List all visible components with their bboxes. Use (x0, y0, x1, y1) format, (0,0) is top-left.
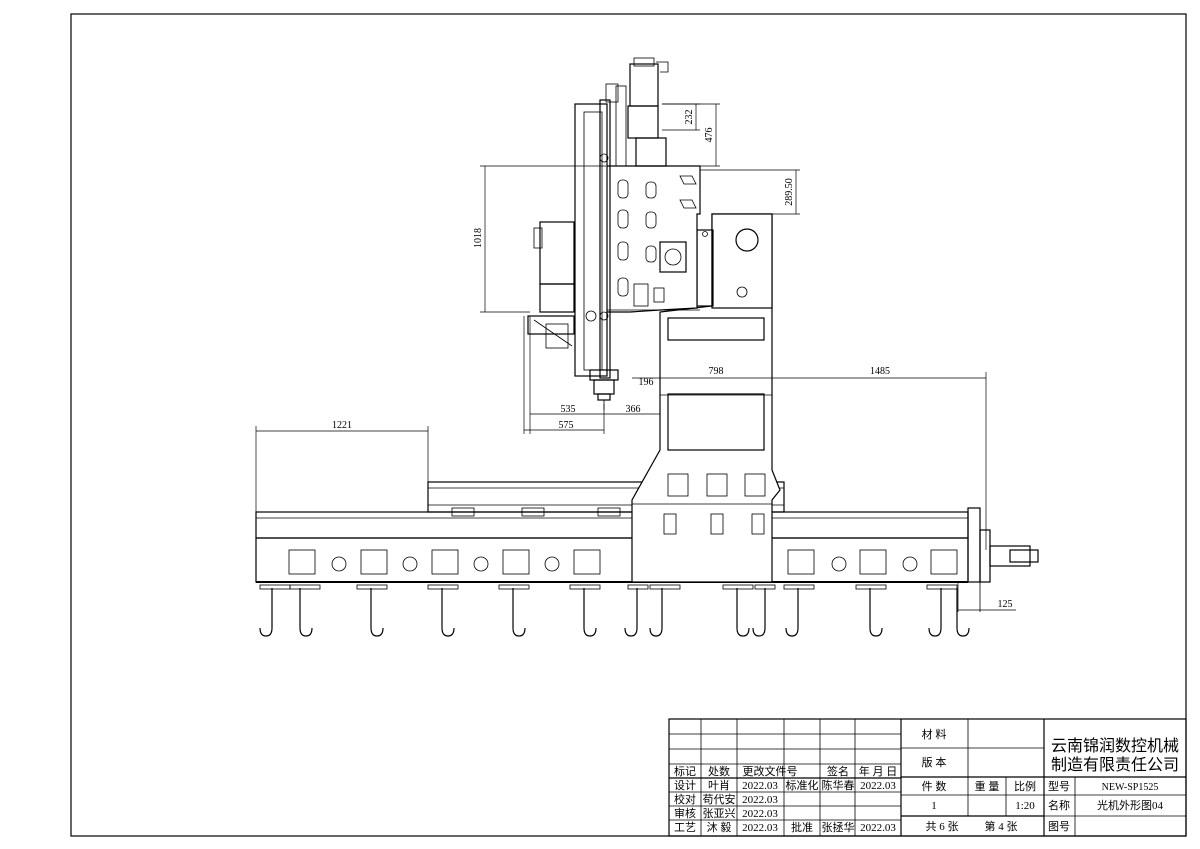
dim-125: 125 (998, 599, 1013, 610)
name-value: 光机外形图04 (1097, 798, 1163, 812)
standard-role: 标准化 (786, 778, 819, 792)
side-motor (527, 221, 575, 349)
rev-header-doc: 更改文件号 (743, 764, 798, 778)
dim-535: 535 (561, 404, 576, 415)
dim-1018: 1018 (473, 228, 484, 248)
approve-name: 张拯华 (822, 820, 855, 834)
process-role: 工艺 (674, 821, 696, 834)
rev-header-date: 年 月 日 (859, 764, 898, 778)
dim-1221: 1221 (332, 420, 352, 431)
check-name: 苟代安 (703, 792, 736, 806)
process-date: 2022.03 (742, 822, 778, 834)
version-label: 版 本 (922, 755, 947, 769)
rev-header-sign: 签名 (827, 764, 849, 778)
check-date: 2022.03 (742, 794, 778, 806)
sheet-number: 第 4 张 (985, 819, 1018, 833)
check-role: 校对 (674, 792, 696, 806)
design-name: 叶肖 (708, 778, 730, 792)
drawing-no-label: 图号 (1048, 820, 1070, 833)
standard-date: 2022.03 (860, 780, 896, 792)
dim-196: 196 (639, 377, 654, 388)
approve-date: 2022.03 (860, 822, 896, 834)
review-name: 张亚兴 (703, 807, 736, 820)
qty-value: 1 (931, 800, 937, 812)
model-value: NEW-SP1525 (1102, 782, 1159, 793)
saddle (605, 165, 701, 313)
ram (574, 99, 611, 379)
review-date: 2022.03 (742, 808, 778, 820)
scale-label: 比例 (1014, 779, 1036, 793)
weight-label: 重 量 (975, 779, 1000, 793)
dim-1485: 1485 (870, 366, 890, 377)
process-name: 沐 毅 (707, 820, 732, 834)
dim-366: 366 (626, 404, 641, 415)
drawing-border (70, 13, 1187, 837)
qty-label: 件 数 (922, 780, 947, 793)
dim-798: 798 (709, 366, 724, 377)
anchor-bolts (259, 588, 970, 637)
dim-289-50: 289.50 (784, 178, 795, 206)
model-label: 型号 (1048, 779, 1070, 793)
approve-role: 批准 (791, 820, 813, 834)
dimension-lines (255, 103, 1016, 612)
dim-575: 575 (559, 420, 574, 431)
rev-header-mark: 标记 (674, 764, 696, 778)
scale-value: 1:20 (1015, 800, 1035, 812)
sheet-total: 共 6 张 (926, 820, 959, 833)
dim-232: 232 (684, 110, 695, 125)
material-label: 材 料 (922, 727, 947, 741)
column-top (696, 213, 773, 309)
company-name-line2: 制造有限责任公司 (1051, 756, 1179, 774)
dim-476: 476 (704, 128, 715, 143)
design-role: 设计 (674, 779, 696, 792)
rev-header-count: 处数 (708, 765, 730, 778)
title-block: 材 料 版 本 云南锦润数控机械 制造有限责任公司 标记 处数 更改文件号 签名… (668, 718, 1187, 837)
review-role: 审核 (674, 806, 696, 820)
company-name-line1: 云南锦润数控机械 (1051, 737, 1179, 755)
name-label: 名称 (1048, 798, 1070, 812)
spindle-motor (605, 57, 669, 167)
design-date: 2022.03 (742, 780, 778, 792)
standard-name: 陈华春 (822, 778, 855, 792)
